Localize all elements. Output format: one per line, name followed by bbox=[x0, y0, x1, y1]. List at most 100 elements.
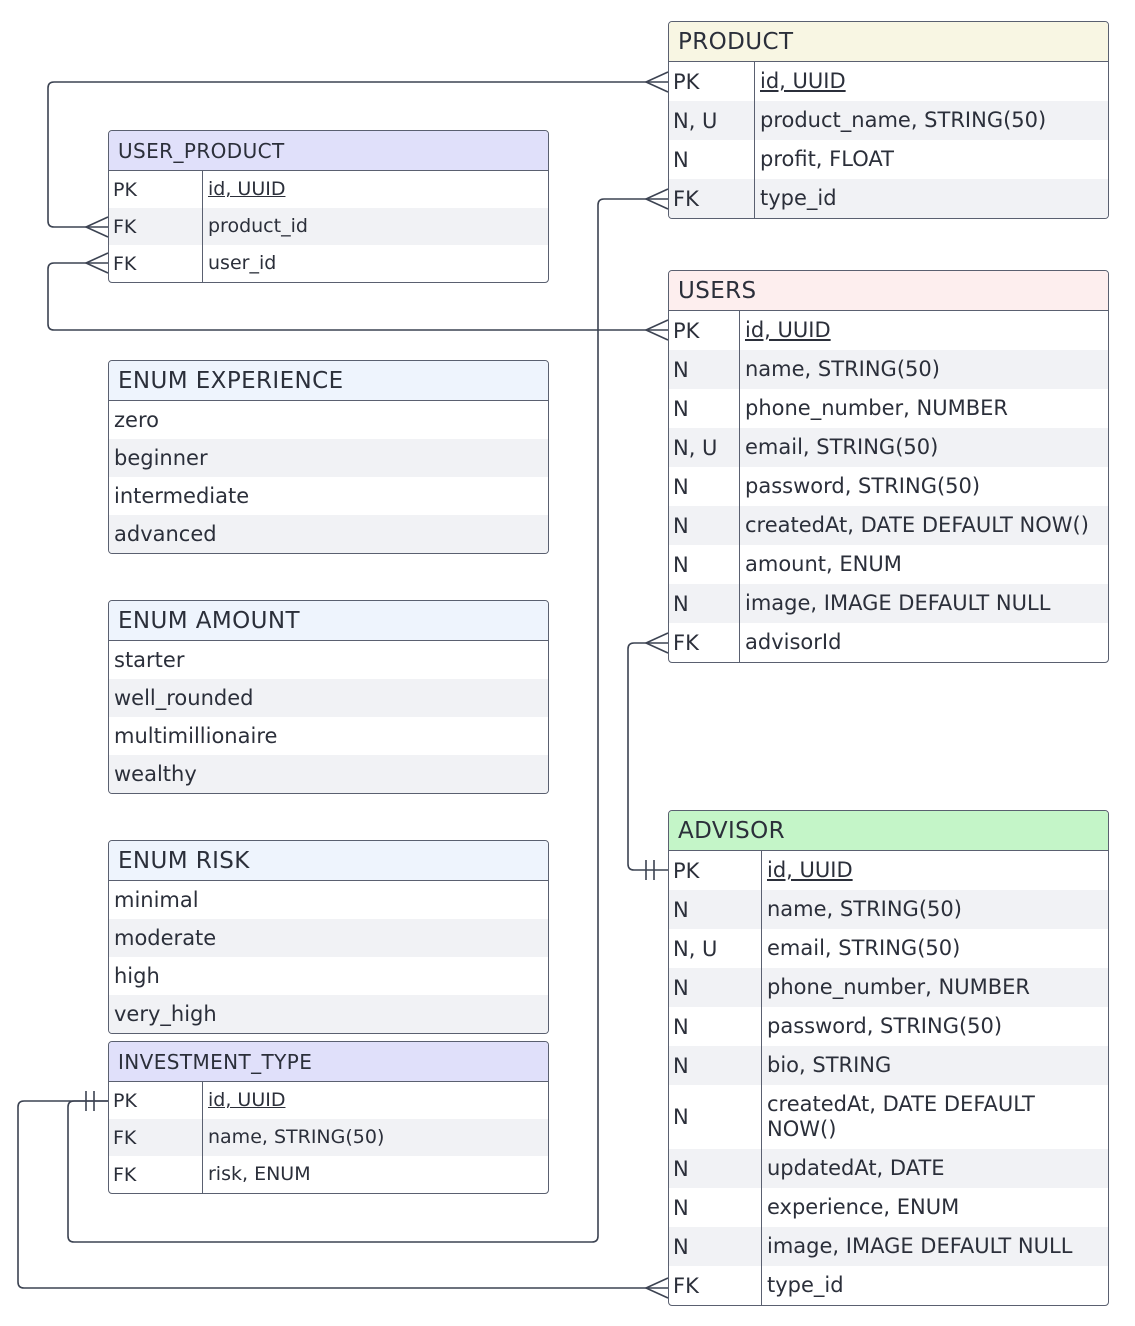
field-name: createdAt, DATE DEFAULT NOW() bbox=[761, 1085, 1061, 1149]
enum-value: moderate bbox=[109, 919, 548, 957]
primary-key-field: id, UUID bbox=[202, 1082, 285, 1119]
key-marker: N, U bbox=[673, 108, 718, 133]
key-marker: PK bbox=[673, 69, 700, 94]
key-marker: N bbox=[673, 513, 689, 538]
key-marker: FK bbox=[113, 1163, 137, 1186]
entity-title: ENUM RISK bbox=[109, 841, 548, 881]
crow-foot-icon bbox=[644, 632, 669, 654]
enum-value: very_high bbox=[109, 995, 548, 1033]
crow-foot-icon bbox=[644, 319, 669, 341]
link-users-user-product bbox=[47, 262, 668, 331]
entity-title: INVESTMENT_TYPE bbox=[109, 1042, 548, 1082]
key-marker: PK bbox=[673, 858, 700, 883]
key-marker: FK bbox=[113, 252, 137, 275]
enum-value: well_rounded bbox=[109, 679, 548, 717]
one-mark-icon bbox=[645, 860, 655, 880]
field-name: name, STRING(50) bbox=[739, 350, 940, 389]
attribute-row: N, U product_name, STRING(50) bbox=[669, 101, 1108, 140]
entity-title: PRODUCT bbox=[669, 22, 1108, 62]
key-marker: N bbox=[673, 591, 689, 616]
field-name: phone_number, NUMBER bbox=[761, 968, 1030, 1007]
crow-foot-icon bbox=[644, 1277, 669, 1299]
key-marker: N bbox=[673, 1195, 689, 1220]
attribute-row: FK user_id bbox=[109, 245, 548, 282]
key-marker: N bbox=[673, 975, 689, 1000]
key-marker: N bbox=[673, 357, 689, 382]
key-marker: PK bbox=[113, 1089, 137, 1112]
field-name: user_id bbox=[202, 245, 276, 282]
field-name: type_id bbox=[754, 179, 837, 218]
link-investment-type-product bbox=[67, 198, 668, 1243]
link-product-user-product bbox=[47, 81, 668, 228]
enum-value: multimillionaire bbox=[114, 724, 278, 748]
field-name: product_name, STRING(50) bbox=[754, 101, 1046, 140]
enum-value: minimal bbox=[114, 888, 199, 912]
key-marker: PK bbox=[673, 318, 700, 343]
field-name: createdAt, DATE DEFAULT NOW() bbox=[739, 506, 1089, 545]
enum-value: wealthy bbox=[109, 755, 548, 793]
key-marker: N bbox=[673, 1105, 689, 1129]
key-marker: FK bbox=[113, 1126, 137, 1149]
key-marker: PK bbox=[113, 178, 137, 201]
link-investment-type-advisor bbox=[17, 1100, 668, 1289]
entity-title: USER_PRODUCT bbox=[109, 131, 548, 171]
crow-foot-icon bbox=[644, 71, 669, 93]
field-name: image, IMAGE DEFAULT NULL bbox=[761, 1227, 1072, 1266]
field-name: email, STRING(50) bbox=[739, 428, 938, 467]
entity-title: ENUM EXPERIENCE bbox=[109, 361, 548, 401]
entity-title: ENUM AMOUNT bbox=[109, 601, 548, 641]
field-name: image, IMAGE DEFAULT NULL bbox=[739, 584, 1050, 623]
field-name: product_id bbox=[202, 208, 308, 245]
enum-value: advanced bbox=[109, 515, 548, 553]
primary-key-field: id, UUID bbox=[202, 171, 285, 208]
key-marker: N bbox=[673, 1234, 689, 1259]
entity-title: USERS bbox=[669, 271, 1108, 311]
field-name: type_id bbox=[761, 1266, 844, 1305]
crow-foot-icon bbox=[84, 216, 109, 238]
enum-value: intermediate bbox=[114, 484, 250, 508]
enum-value: zero bbox=[114, 408, 159, 432]
key-marker: N bbox=[673, 552, 689, 577]
field-name: phone_number, NUMBER bbox=[739, 389, 1008, 428]
attribute-row: N, U email, STRING(50) bbox=[669, 929, 1108, 968]
key-marker: N bbox=[673, 1053, 689, 1078]
field-name: amount, ENUM bbox=[739, 545, 902, 584]
link-advisor-users bbox=[627, 642, 668, 871]
primary-key-field: id, UUID bbox=[754, 62, 846, 101]
attribute-row: PK id, UUID bbox=[669, 62, 1108, 101]
primary-key-field: id, UUID bbox=[739, 311, 831, 350]
field-name: password, STRING(50) bbox=[761, 1007, 1002, 1046]
attribute-row: PK id, UUID bbox=[669, 311, 1108, 350]
field-name: experience, ENUM bbox=[761, 1188, 959, 1227]
field-name: email, STRING(50) bbox=[761, 929, 960, 968]
key-marker: N, U bbox=[673, 936, 718, 961]
attribute-row: PK id, UUID bbox=[109, 1082, 548, 1119]
key-marker: N bbox=[673, 474, 689, 499]
